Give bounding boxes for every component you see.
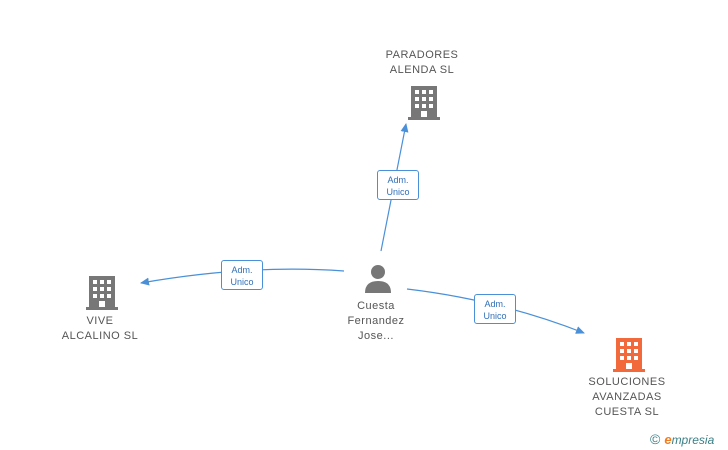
building-icon[interactable]	[86, 274, 118, 310]
node-label-vive-alcalino[interactable]: VIVE ALCALINO SL	[61, 315, 139, 342]
node-label-paradores[interactable]: PARADORES ALENDA SL	[385, 49, 459, 76]
edge-label-left: Adm. Unico	[221, 260, 263, 290]
edge-label-top: Adm. Unico	[377, 170, 419, 200]
node-label-soluciones-avanzadas[interactable]: SOLUCIONES AVANZADAS CUESTA SL	[588, 376, 666, 418]
building-icon-highlight[interactable]	[613, 336, 645, 372]
edge-label-bottom-right: Adm. Unico	[474, 294, 516, 324]
node-label-cuesta-fernandez[interactable]: Cuesta Fernandez Jose...	[347, 300, 405, 342]
copyright-symbol: ©	[650, 431, 661, 447]
building-icon[interactable]	[408, 84, 440, 120]
person-icon[interactable]	[362, 262, 394, 294]
brand-name: mpresia	[671, 433, 715, 447]
brand-e: e	[664, 432, 672, 447]
brand-logo: ©empresia	[650, 431, 714, 447]
